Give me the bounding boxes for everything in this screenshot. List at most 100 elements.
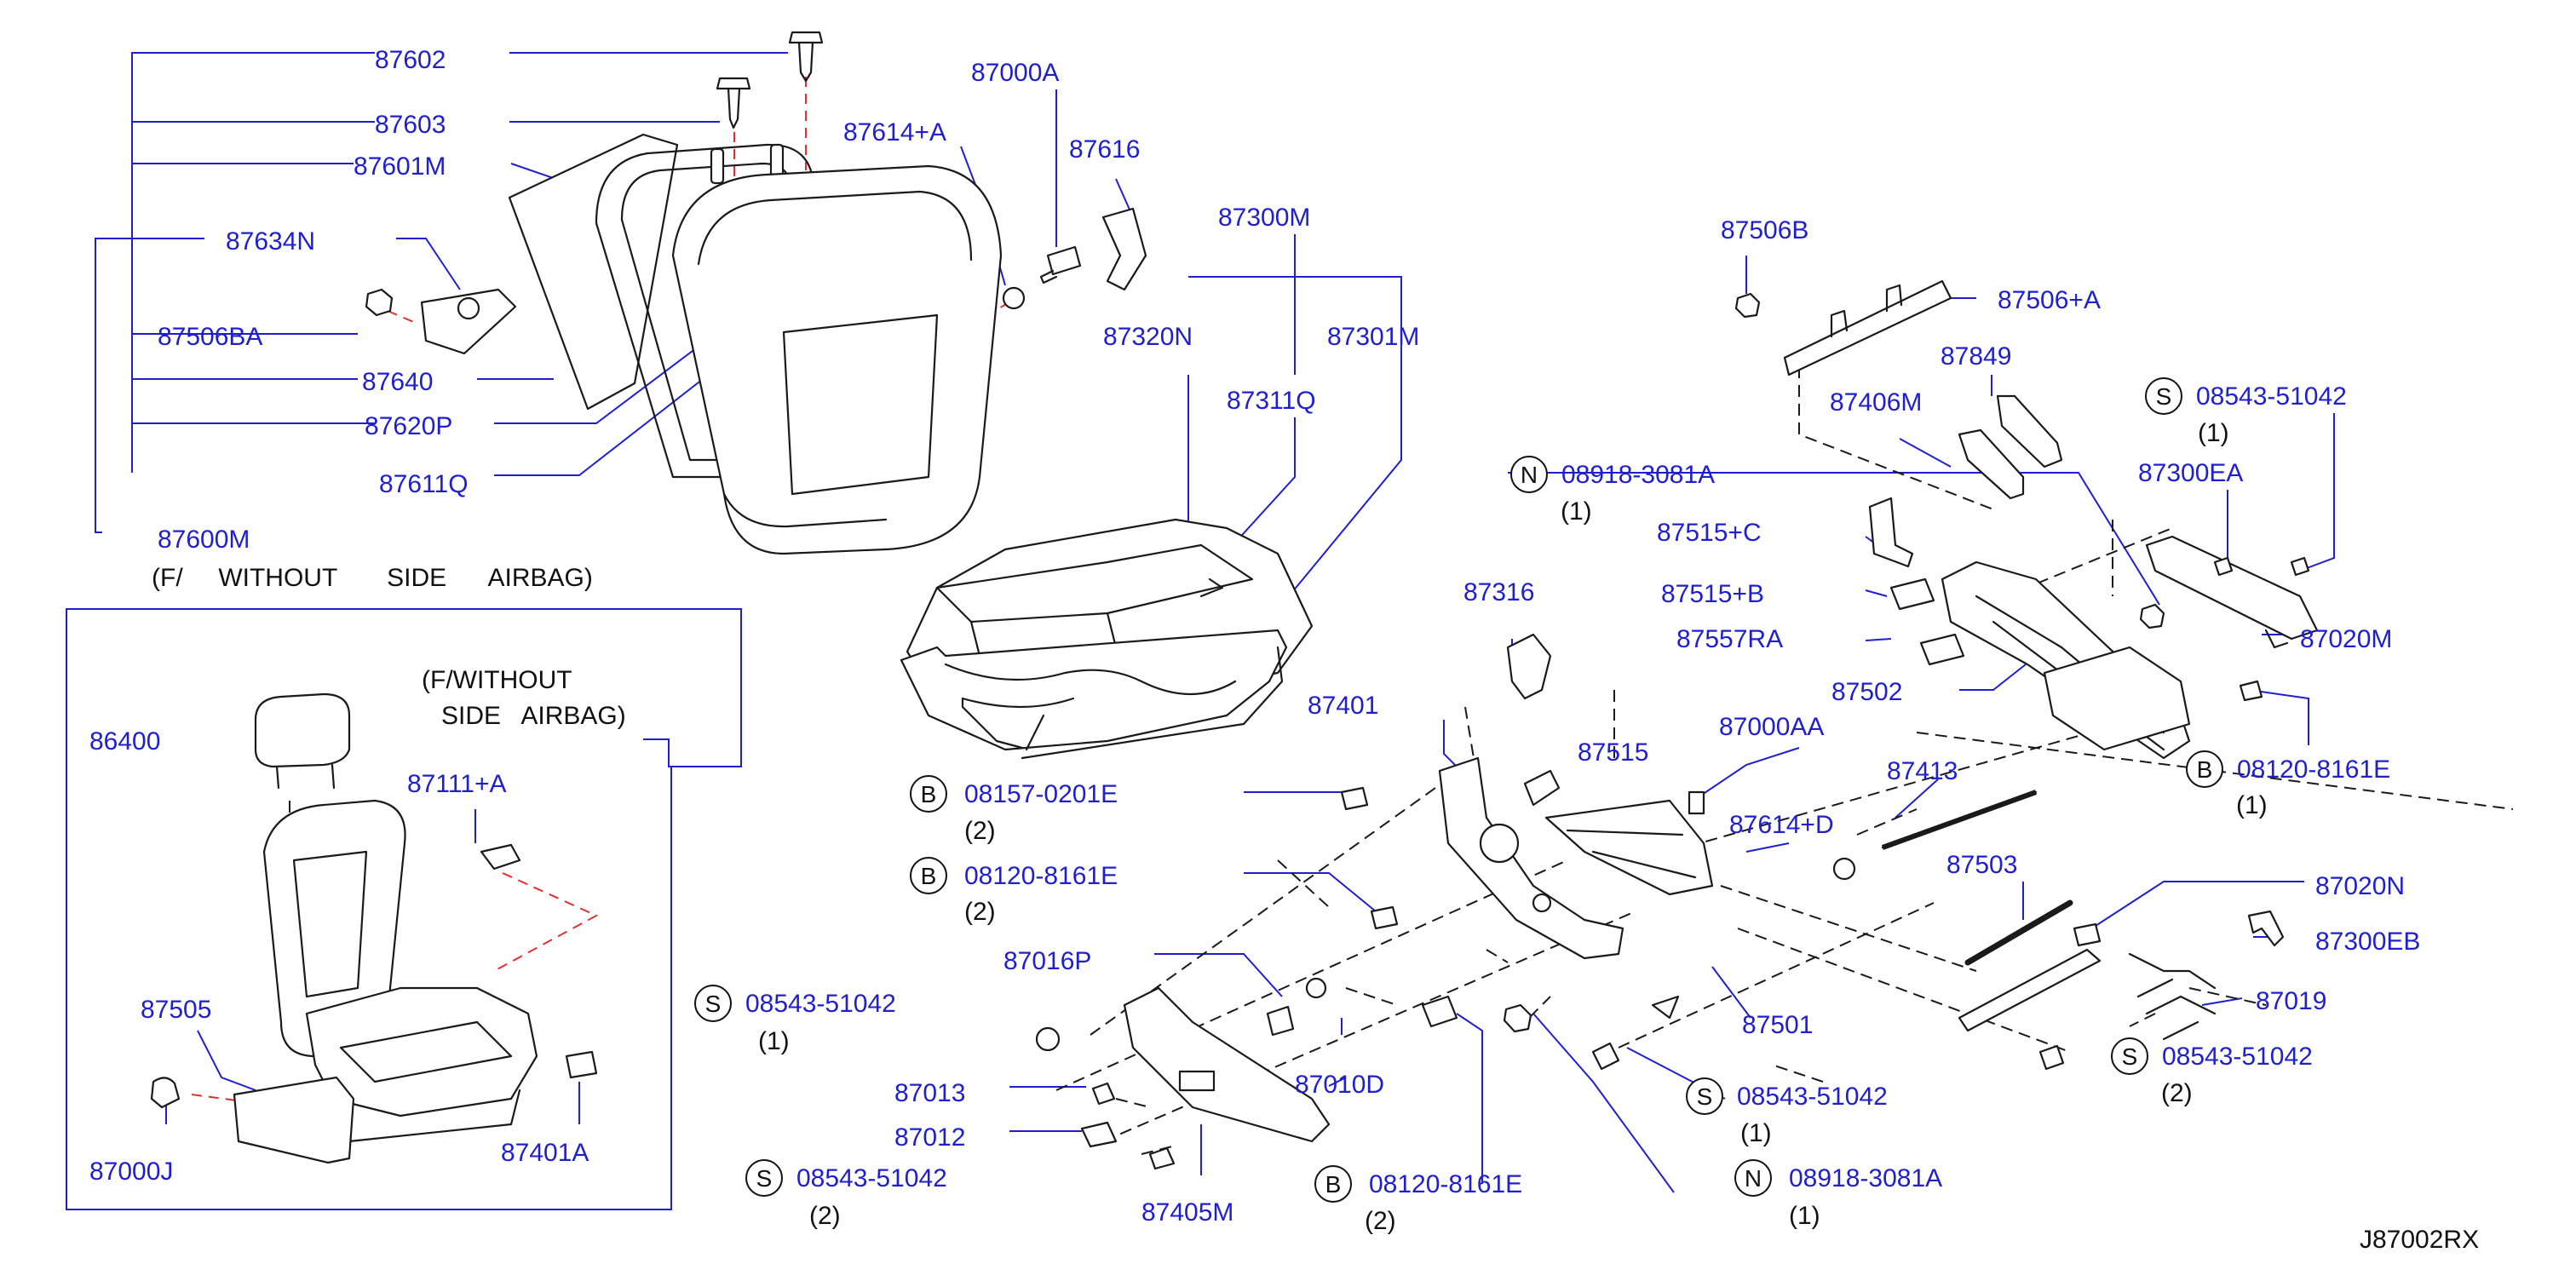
- label-87614A: 87614+A: [843, 118, 946, 147]
- fastener-7-number: 08543-51042: [1737, 1083, 1888, 1111]
- label-87401: 87401: [1308, 692, 1378, 720]
- seat-cushion-assembly: [900, 518, 1314, 760]
- fastener-prefix-circle-5: [694, 985, 732, 1022]
- note-inset-without-airbag-1: (F/WITHOUT: [422, 666, 572, 694]
- fastener-5-prefix: S: [705, 991, 722, 1017]
- label-86400: 86400: [89, 727, 160, 756]
- fastener-prefix-circle-8: [745, 1159, 783, 1197]
- fastener-prefix-circle-9: [1314, 1165, 1352, 1203]
- label-87640: 87640: [362, 368, 433, 396]
- part-labels: 87602 87603 87601M 87634N 87506BA 87640 …: [89, 46, 2479, 1254]
- seat-back-assembly: [365, 133, 1003, 555]
- fastener-prefix-circle-10: [1734, 1159, 1772, 1197]
- fastener-10-prefix: N: [1745, 1165, 1762, 1192]
- label-87849: 87849: [1941, 342, 2011, 371]
- fastener-10-qty: (1): [1789, 1202, 1820, 1230]
- label-87601M: 87601M: [354, 152, 446, 181]
- label-87603: 87603: [375, 111, 446, 139]
- label-87600M: 87600M: [158, 526, 250, 554]
- fastener-9-number: 08120-8161E: [1369, 1170, 1522, 1198]
- fastener-prefix-circle-2: [2186, 750, 2223, 788]
- fastener-prefix-circle-6: [2111, 1037, 2148, 1075]
- label-87300EA: 87300EA: [2138, 459, 2243, 487]
- fastener-2-qty: (1): [2236, 791, 2268, 819]
- label-87616: 87616: [1069, 135, 1140, 164]
- fastener-1-prefix: N: [1521, 462, 1538, 488]
- label-87300M: 87300M: [1218, 204, 1310, 232]
- fastener-6-number: 08543-51042: [2162, 1043, 2313, 1071]
- label-87111A: 87111+A: [407, 770, 507, 798]
- fastener-0-number: 08543-51042: [2196, 382, 2347, 411]
- note-without-side-airbag: (F/ WITHOUT SIDE AIRBAG): [152, 564, 593, 592]
- fastener-3-qty: (2): [964, 817, 996, 845]
- fastener-0-qty: (1): [2198, 419, 2229, 447]
- fastener-8-prefix: S: [756, 1165, 773, 1192]
- fastener-prefix-circle-1: [1510, 456, 1548, 493]
- label-87300EB: 87300EB: [2315, 928, 2420, 956]
- label-87316: 87316: [1463, 578, 1534, 606]
- label-87506A: 87506+A: [1998, 286, 2101, 314]
- label-87020N: 87020N: [2315, 872, 2405, 900]
- label-87401A: 87401A: [501, 1139, 589, 1167]
- fastener-6-prefix: S: [2122, 1043, 2138, 1070]
- fastener-2-number: 08120-8161E: [2237, 756, 2390, 784]
- label-87016P: 87016P: [1003, 947, 1091, 975]
- fastener-prefix-circle-0: [2145, 377, 2182, 415]
- label-87406M: 87406M: [1830, 388, 1922, 417]
- label-87301M: 87301M: [1327, 323, 1419, 351]
- label-87506BA: 87506BA: [158, 323, 262, 351]
- fastener-7-qty: (1): [1740, 1119, 1772, 1147]
- fastener-8-number: 08543-51042: [796, 1164, 947, 1192]
- fastener-8-qty: (2): [809, 1202, 841, 1230]
- fastener-7-prefix: S: [1697, 1083, 1713, 1110]
- label-87515B: 87515+B: [1661, 580, 1764, 608]
- label-87503: 87503: [1946, 851, 2017, 879]
- label-87010D: 87010D: [1295, 1071, 1384, 1099]
- label-87019: 87019: [2256, 987, 2326, 1015]
- fastener-9-prefix: B: [1325, 1171, 1342, 1198]
- fastener-labels: S 08543-51042 (1) N 08918-3081A (1) B 08…: [705, 382, 2391, 1235]
- label-87505: 87505: [141, 996, 211, 1024]
- label-87620P: 87620P: [365, 412, 452, 440]
- label-87515: 87515: [1578, 738, 1648, 767]
- label-87000AA: 87000AA: [1719, 713, 1824, 741]
- label-87634N: 87634N: [226, 227, 315, 256]
- right-adjuster-assembly: [1734, 279, 2319, 760]
- fastener-10-number: 08918-3081A: [1789, 1164, 1942, 1192]
- note-inset-without-airbag-2: SIDE AIRBAG): [441, 702, 626, 730]
- label-87000A: 87000A: [971, 59, 1059, 87]
- fastener-4-number: 08120-8161E: [964, 862, 1118, 890]
- label-87311Q: 87311Q: [1227, 387, 1316, 415]
- inset-seat-assembly: [150, 692, 598, 1164]
- seat-back-fasteners: [1002, 207, 1147, 310]
- diagram-code: J87002RX: [2360, 1226, 2479, 1254]
- fastener-1-qty: (1): [1561, 497, 1592, 526]
- label-87012: 87012: [894, 1123, 965, 1152]
- label-87020M: 87020M: [2300, 625, 2392, 653]
- label-87611Q: 87611Q: [379, 470, 469, 498]
- fastener-4-prefix: B: [921, 863, 937, 889]
- fastener-1-number: 08918-3081A: [1561, 461, 1715, 489]
- fastener-prefix-circle-4: [910, 857, 947, 894]
- label-87320N: 87320N: [1103, 323, 1193, 351]
- label-87501: 87501: [1742, 1011, 1813, 1039]
- fastener-5-number: 08543-51042: [745, 990, 896, 1018]
- fastener-prefix-circle-3: [910, 775, 947, 813]
- fastener-prefix-circles: [694, 377, 2223, 1203]
- fastener-6-qty: (2): [2161, 1079, 2193, 1107]
- fastener-0-prefix: S: [2156, 383, 2172, 410]
- label-87506B: 87506B: [1721, 216, 1808, 244]
- fastener-5-qty: (1): [758, 1027, 790, 1055]
- label-87000J: 87000J: [89, 1158, 173, 1186]
- clip-pins: [716, 31, 824, 129]
- label-87602: 87602: [375, 46, 446, 74]
- fastener-prefix-circle-7: [1686, 1077, 1723, 1115]
- fastener-3-prefix: B: [921, 781, 937, 807]
- fastener-3-number: 08157-0201E: [964, 780, 1118, 808]
- fastener-9-qty: (2): [1365, 1207, 1396, 1235]
- label-87013: 87013: [894, 1079, 965, 1107]
- label-87502: 87502: [1831, 678, 1902, 706]
- label-87515C: 87515+C: [1657, 519, 1762, 547]
- label-87413: 87413: [1887, 757, 1958, 785]
